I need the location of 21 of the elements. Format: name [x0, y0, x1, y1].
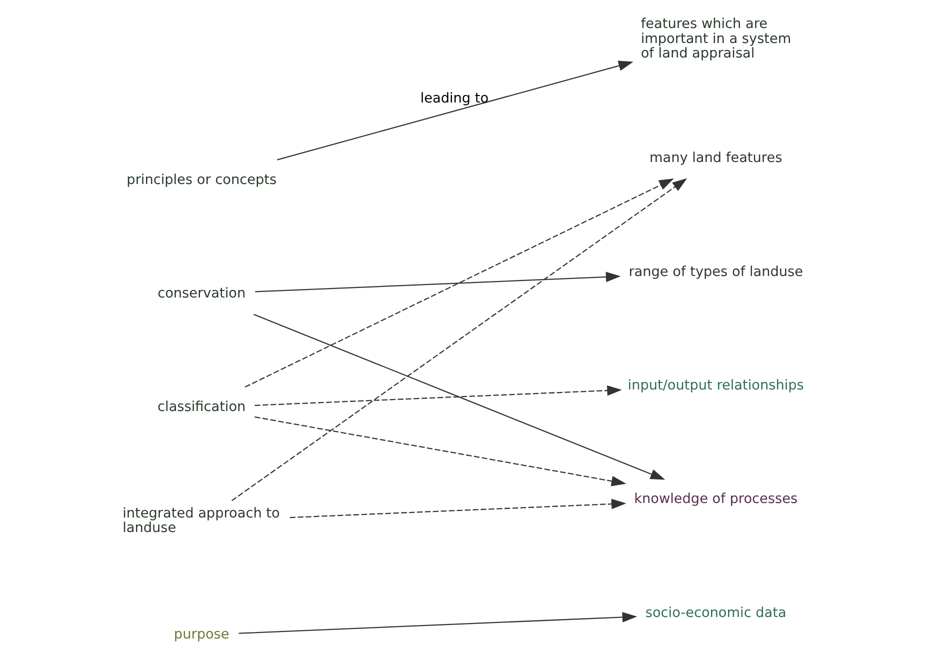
- edge-label: leading to: [420, 90, 489, 107]
- node-text: many land features: [650, 150, 782, 166]
- arrow: [238, 612, 638, 634]
- node-text: knowledge of processes: [634, 491, 798, 508]
- node-text: conservation: [158, 285, 246, 302]
- node-text: range of types of landuse: [628, 264, 803, 280]
- arrow: [254, 416, 626, 486]
- node-text: features which are important in a system of land appraisal: [640, 16, 792, 62]
- arrow: [255, 272, 621, 292]
- arrow: [254, 314, 666, 480]
- arrow: [231, 178, 688, 502]
- arrow: [254, 385, 622, 406]
- node-text: classification: [158, 399, 246, 416]
- arrow: [290, 498, 626, 518]
- node-text: principles or concepts: [126, 172, 277, 188]
- node-text: purpose: [174, 626, 230, 642]
- arrow: [244, 178, 674, 388]
- arrow: [277, 60, 634, 160]
- node-text: input/output relationships: [628, 378, 804, 394]
- node-text: integrated approach to landuse: [122, 505, 280, 536]
- node-text: socio-economic data: [645, 604, 786, 621]
